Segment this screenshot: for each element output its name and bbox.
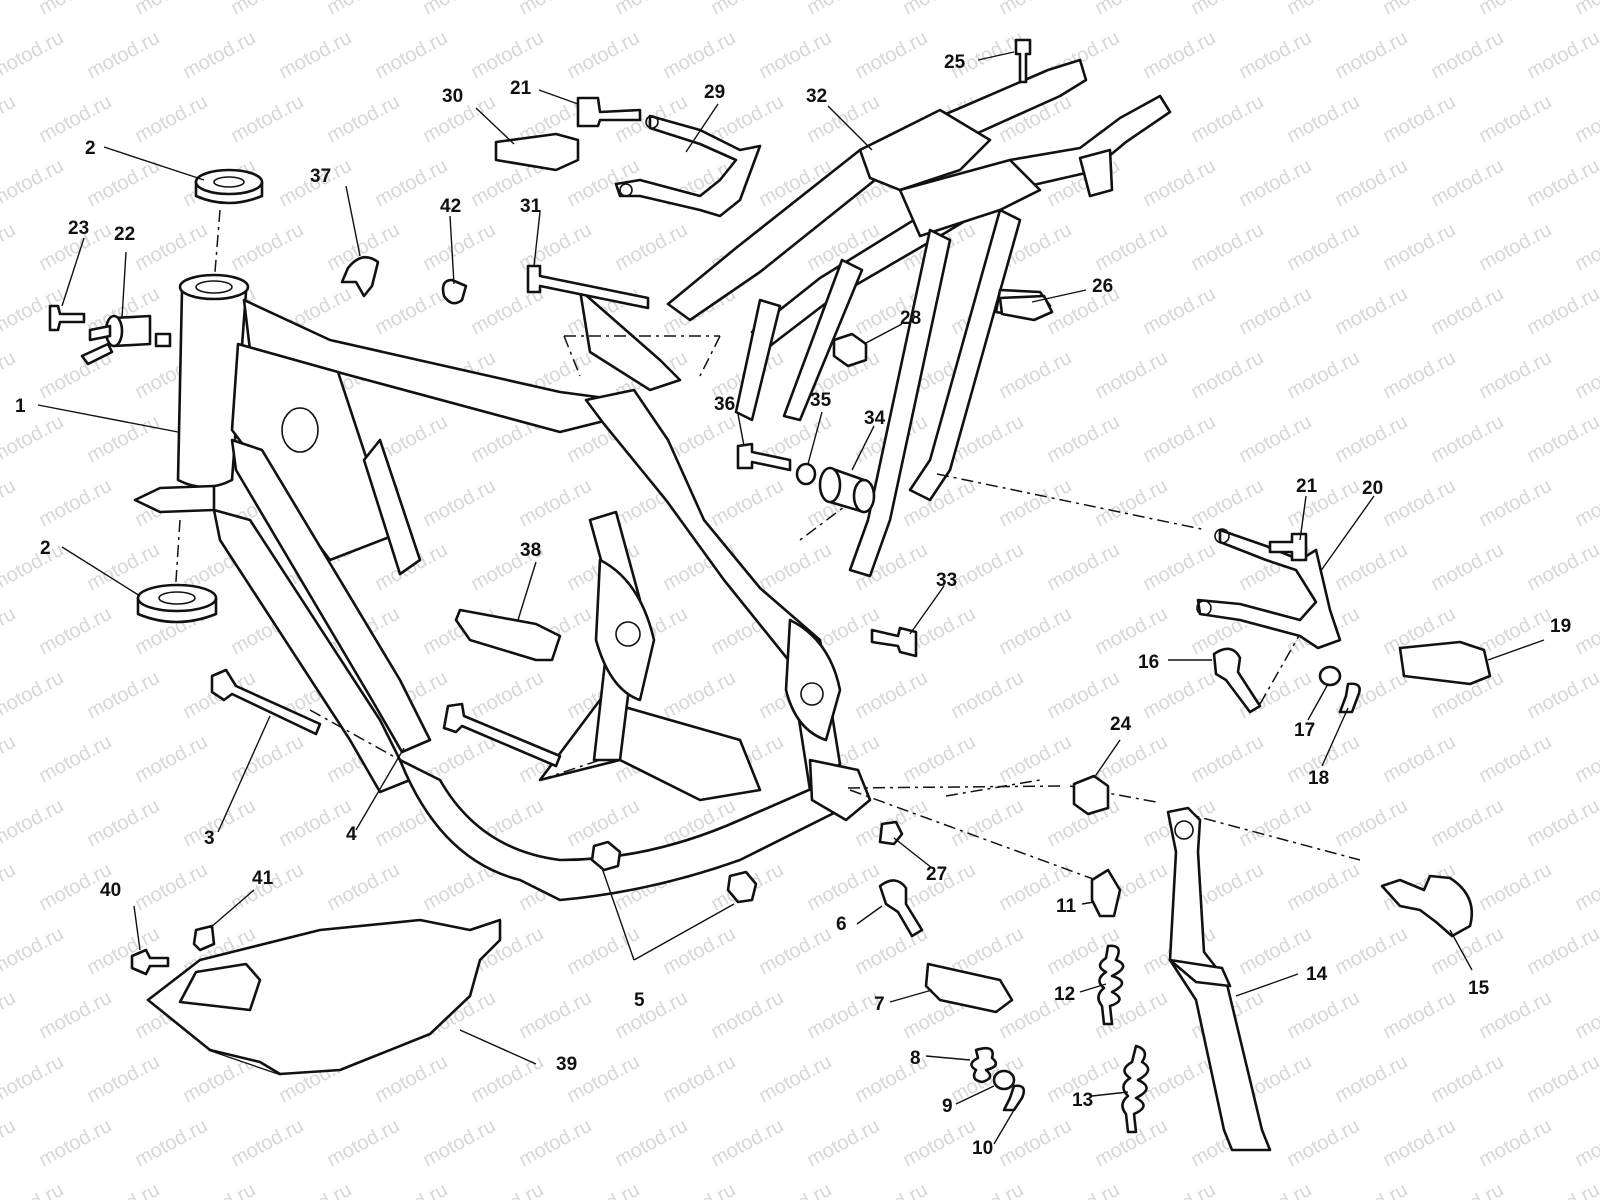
callout-37: 37 bbox=[310, 166, 331, 187]
rear-subframe bbox=[666, 58, 1172, 578]
clip-right bbox=[1338, 682, 1361, 714]
skid-plate-bolt bbox=[130, 948, 170, 976]
sidestand-pivot-bolt bbox=[1380, 874, 1474, 938]
center-footpeg bbox=[454, 608, 562, 662]
leader-lines bbox=[37, 51, 1545, 1145]
callout-23: 23 bbox=[68, 218, 89, 239]
callout-6: 6 bbox=[836, 914, 847, 935]
steering-bearing-lower bbox=[136, 583, 218, 624]
nut-lower-right bbox=[726, 870, 758, 904]
callout-24: 24 bbox=[1110, 714, 1132, 735]
callout-27: 27 bbox=[926, 864, 947, 885]
nut-subframe bbox=[832, 332, 868, 368]
callout-21-upper: 21 bbox=[510, 78, 532, 99]
callout-17: 17 bbox=[1294, 720, 1315, 741]
skid-plate bbox=[146, 918, 502, 1076]
shock-bushing bbox=[818, 466, 876, 514]
long-bolt-front-upper bbox=[442, 702, 562, 768]
callout-4: 4 bbox=[346, 824, 357, 845]
callout-20: 20 bbox=[1362, 478, 1383, 499]
sidestand-spring-lower bbox=[1121, 1044, 1150, 1134]
callout-11: 11 bbox=[1056, 896, 1077, 917]
callout-labels: 1 2 2 3 4 5 6 7 8 9 10 11 12 13 14 15 16… bbox=[15, 52, 1571, 1159]
footpeg-pin-left bbox=[878, 879, 924, 938]
main-frame bbox=[133, 273, 872, 902]
callout-2-lower: 2 bbox=[40, 538, 51, 559]
callout-39: 39 bbox=[556, 1054, 577, 1075]
skid-plate-clip bbox=[192, 924, 216, 952]
cable-clamp bbox=[340, 255, 380, 298]
callout-22: 22 bbox=[114, 224, 135, 245]
spring-plate bbox=[1090, 868, 1122, 918]
bolt-upper bbox=[576, 96, 642, 128]
key bbox=[48, 304, 86, 332]
front-footpeg bbox=[924, 962, 1014, 1014]
long-bolt-rear bbox=[526, 264, 650, 310]
washer-shock bbox=[795, 462, 817, 486]
screw-top bbox=[1014, 38, 1032, 84]
washer-right bbox=[1318, 665, 1342, 687]
left-footpeg bbox=[494, 132, 580, 172]
callout-8: 8 bbox=[910, 1048, 921, 1069]
nut-sidestand bbox=[1072, 774, 1110, 816]
callout-1: 1 bbox=[15, 396, 26, 417]
callout-18: 18 bbox=[1308, 768, 1329, 789]
steering-lock bbox=[80, 314, 172, 366]
callout-2-upper: 2 bbox=[85, 138, 96, 159]
callout-41: 41 bbox=[252, 868, 274, 889]
callout-12: 12 bbox=[1054, 984, 1075, 1005]
callout-34: 34 bbox=[864, 408, 886, 429]
spring-clip bbox=[441, 278, 468, 305]
sidestand-spring-upper bbox=[1097, 944, 1125, 1026]
callout-28: 28 bbox=[900, 308, 921, 329]
callout-35: 35 bbox=[810, 390, 832, 411]
bolt-right bbox=[1268, 532, 1308, 562]
footpeg-spring bbox=[970, 1046, 998, 1084]
left-footpeg-bracket bbox=[614, 114, 762, 218]
long-bolt-front-lower bbox=[210, 668, 322, 736]
callout-13: 13 bbox=[1072, 1090, 1093, 1111]
right-footpeg bbox=[1398, 640, 1492, 686]
callout-40: 40 bbox=[100, 880, 121, 901]
callout-33: 33 bbox=[936, 570, 957, 591]
steering-bearing-upper bbox=[194, 168, 264, 205]
callout-5: 5 bbox=[634, 990, 645, 1011]
bolt-shock bbox=[736, 442, 792, 472]
callout-15: 15 bbox=[1468, 978, 1490, 999]
callout-25: 25 bbox=[944, 52, 966, 73]
callout-26: 26 bbox=[1092, 276, 1113, 297]
callout-21-right: 21 bbox=[1296, 476, 1318, 497]
callout-9: 9 bbox=[942, 1096, 953, 1117]
plug bbox=[878, 820, 904, 846]
nut-lower-left bbox=[590, 840, 622, 872]
bolt-rear-mount bbox=[870, 626, 918, 658]
callout-16: 16 bbox=[1138, 652, 1159, 673]
callout-29: 29 bbox=[704, 82, 725, 103]
clip-left bbox=[1002, 1084, 1026, 1112]
callout-3: 3 bbox=[204, 828, 215, 849]
washer-left bbox=[992, 1069, 1016, 1091]
callout-42: 42 bbox=[440, 196, 461, 217]
callout-10: 10 bbox=[972, 1138, 993, 1159]
callout-19: 19 bbox=[1550, 616, 1571, 637]
callout-7: 7 bbox=[874, 994, 885, 1015]
callout-32: 32 bbox=[806, 86, 827, 107]
right-footpeg-bracket bbox=[1196, 528, 1342, 650]
footpeg-pin-right bbox=[1212, 647, 1262, 714]
callout-38: 38 bbox=[520, 540, 541, 561]
callout-30: 30 bbox=[442, 86, 463, 107]
callout-14: 14 bbox=[1306, 964, 1328, 985]
subframe-bracket bbox=[998, 294, 1054, 322]
callout-36: 36 bbox=[714, 394, 735, 415]
callout-31: 31 bbox=[520, 196, 542, 217]
loose-parts bbox=[48, 38, 1492, 1152]
sidestand bbox=[1166, 806, 1272, 1152]
